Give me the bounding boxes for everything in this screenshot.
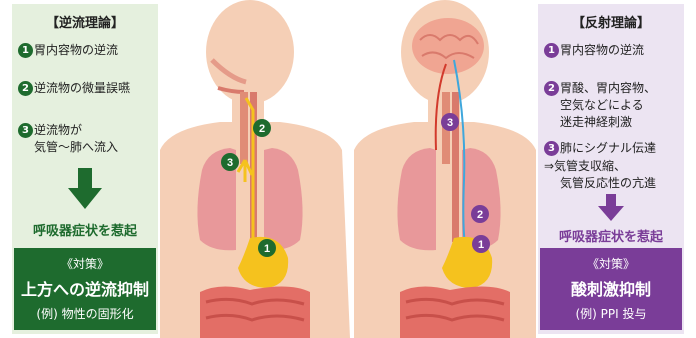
reflex-step-3-result: ⇒気管支収縮、 気管反応性の亢進 <box>544 158 656 192</box>
svg-text:3: 3 <box>447 117 453 129</box>
countermeasure-example: (例) PPI 投与 <box>540 305 682 322</box>
down-arrow-icon <box>596 194 626 222</box>
step-number-badge: 1 <box>544 43 559 58</box>
svg-text:2: 2 <box>259 123 265 135</box>
countermeasure-box: 《対策》 上方への逆流抑制 (例) 物性の固形化 <box>14 248 156 330</box>
step-number-badge: 3 <box>18 123 33 138</box>
countermeasure-box: 《対策》 酸刺激抑制 (例) PPI 投与 <box>540 248 682 330</box>
reflex-theory-title: 【反射理論】 <box>538 12 684 31</box>
figure-marker-1: 1 <box>472 235 490 253</box>
countermeasure-example: (例) 物性の固形化 <box>14 305 156 322</box>
step-text: 肺にシグナル伝達 <box>560 141 656 155</box>
step-text: 逆流物の微量誤嚥 <box>34 81 130 95</box>
figure-marker-1: 1 <box>258 239 276 257</box>
symptom-text: 呼吸器症状を惹起 <box>538 226 684 245</box>
result-line1: ⇒気管支収縮、 <box>544 159 626 173</box>
countermeasure-main: 酸刺激抑制 <box>540 276 682 300</box>
step-text-line3: 迷走神経刺激 <box>544 114 656 131</box>
reflux-anatomy-illustration: 2 3 1 <box>160 0 350 338</box>
step-number-badge: 3 <box>544 141 559 156</box>
step-text: 胃内容物の逆流 <box>560 43 644 57</box>
countermeasure-label: 《対策》 <box>540 255 682 272</box>
step-text-line2: 気管〜肺へ流入 <box>18 139 118 156</box>
symptom-text: 呼吸器症状を惹起 <box>12 220 158 239</box>
step-text-line2: 空気などによる <box>544 97 656 114</box>
result-line2: 気管反応性の亢進 <box>544 175 656 192</box>
step-number-badge: 2 <box>544 81 559 96</box>
figure-marker-3: 3 <box>221 153 239 171</box>
svg-text:1: 1 <box>478 239 484 251</box>
svg-text:2: 2 <box>477 209 483 221</box>
step-text: 胃内容物の逆流 <box>34 43 118 57</box>
countermeasure-label: 《対策》 <box>14 255 156 272</box>
svg-text:1: 1 <box>264 243 270 255</box>
reflux-theory-title: 【逆流理論】 <box>12 12 158 31</box>
countermeasure-main: 上方への逆流抑制 <box>14 276 156 300</box>
reflex-anatomy-illustration: 3 2 1 <box>350 0 536 338</box>
step-text: 逆流物が <box>34 123 82 137</box>
figure-marker-2: 2 <box>471 205 489 223</box>
step-number-badge: 2 <box>18 81 33 96</box>
svg-text:3: 3 <box>227 157 233 169</box>
figure-marker-3: 3 <box>441 113 459 131</box>
down-arrow-icon <box>66 168 104 210</box>
figure-marker-2: 2 <box>253 119 271 137</box>
step-text: 胃酸、胃内容物、 <box>560 81 656 95</box>
step-number-badge: 1 <box>18 43 33 58</box>
